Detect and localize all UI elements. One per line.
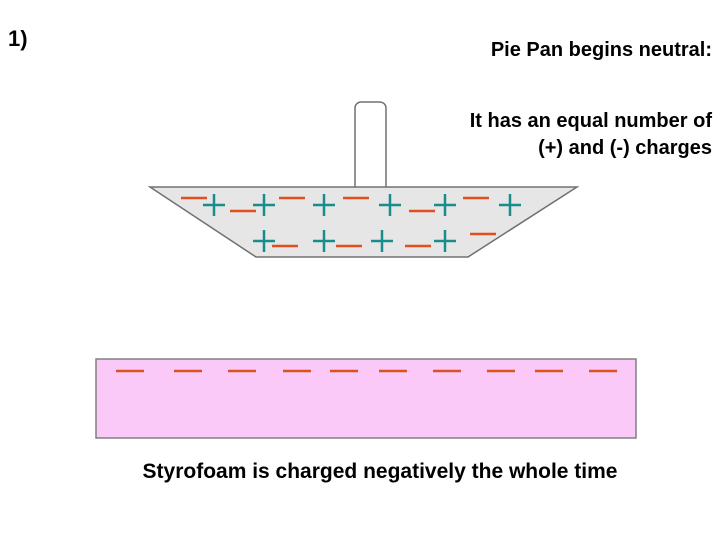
positive-charge — [379, 194, 401, 216]
positive-charge — [434, 194, 456, 216]
positive-charge — [253, 230, 275, 252]
positive-charge — [203, 194, 225, 216]
caption-title: Pie Pan begins neutral: — [490, 39, 712, 61]
slide-number: 1) — [8, 26, 28, 51]
positive-charge — [313, 194, 335, 216]
positive-charge — [253, 194, 275, 216]
positive-charge — [313, 230, 335, 252]
pan-positive-charges — [203, 194, 521, 252]
positive-charge — [371, 230, 393, 252]
pan-handle — [354, 101, 387, 195]
pan-negative-charges — [181, 196, 496, 248]
bottom-caption: Styrofoam is charged negatively the whol… — [142, 460, 618, 483]
positive-charge — [499, 194, 521, 216]
caption-body: It has an equal number of (+) and (-) ch… — [469, 110, 712, 159]
positive-charge — [434, 230, 456, 252]
